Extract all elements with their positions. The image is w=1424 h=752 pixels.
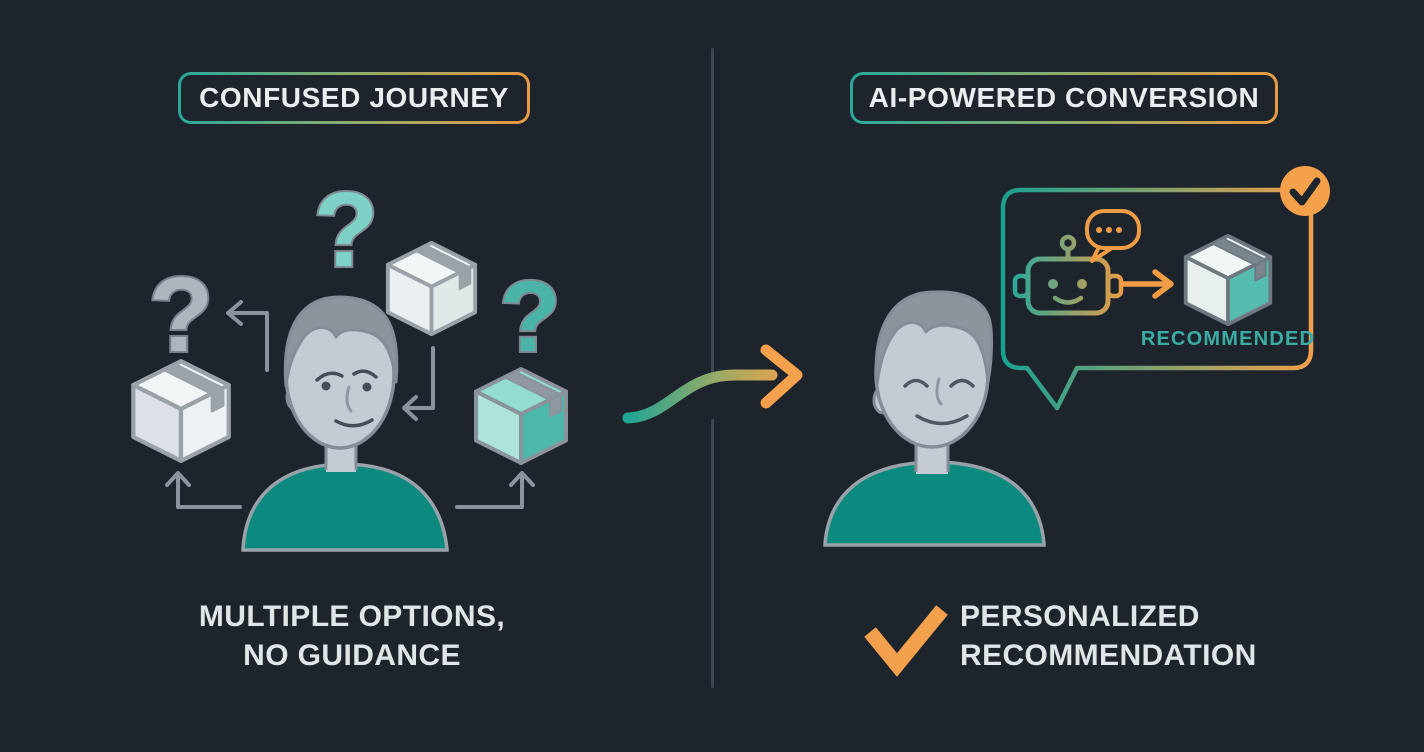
- shirt-body: [823, 460, 1046, 547]
- transition-arrow-icon: [622, 344, 803, 424]
- hair: [283, 295, 399, 388]
- person-happy-figure: [823, 290, 1046, 547]
- left-title-pill: CONFUSED JOURNEY: [178, 72, 530, 124]
- cycle-arrows-icon: [165, 300, 535, 509]
- recommended-label: RECOMMENDED: [1141, 328, 1315, 350]
- chat-dot-3: [1116, 227, 1122, 233]
- hair: [874, 290, 994, 388]
- center-divider-bottom: [711, 419, 714, 688]
- checkmark-icon: [864, 605, 948, 677]
- eye-right: [362, 382, 372, 392]
- robot-head: [1025, 256, 1111, 316]
- nose: [935, 377, 943, 406]
- right-title-pill-inner: AI-POWERED CONVERSION: [853, 75, 1275, 121]
- check-stroke: [864, 605, 948, 677]
- check-badge-icon: [1280, 166, 1330, 216]
- package-box-icon-teal: [474, 367, 568, 465]
- chat-bubble-icon: [1085, 209, 1141, 263]
- chat-dot-2: [1106, 227, 1112, 233]
- frown-mouth: [334, 418, 374, 428]
- left-caption-line1: MULTIPLE OPTIONS,: [198, 600, 506, 633]
- package-box-icon-left: [131, 359, 231, 463]
- question-mark-icon-left: ?: [149, 256, 214, 374]
- arrow-up-left-icon: [176, 474, 242, 509]
- left-caption-line2: NO GUIDANCE: [243, 639, 461, 672]
- robot-eye-left: [1048, 279, 1058, 289]
- left-panel-title: CONFUSED JOURNEY: [199, 82, 509, 113]
- small-arrow-head: [1152, 269, 1174, 299]
- question-mark-icon-top: ?: [314, 171, 379, 289]
- arrow-left-icon: [228, 311, 269, 372]
- left-title-pill-inner: CONFUSED JOURNEY: [181, 75, 527, 121]
- arrow-shaft: [622, 369, 778, 424]
- arrowhead-up2: [509, 471, 535, 487]
- person-confused-figure: [241, 295, 449, 552]
- closed-eye-left: [903, 378, 929, 388]
- eyebrow-left: [315, 371, 344, 382]
- robot-antenna-ball: [1059, 234, 1077, 252]
- badge-circle: [1280, 166, 1330, 216]
- question-mark-icon-right: ?: [499, 261, 560, 373]
- chat-bubble-outline: [1085, 209, 1141, 250]
- right-caption: PERSONALIZED RECOMMENDATION: [960, 597, 1380, 675]
- chat-bubble-tail: [1090, 245, 1114, 263]
- package-box-icon-top: [385, 240, 478, 337]
- arrowhead-left2: [402, 395, 418, 421]
- left-caption: MULTIPLE OPTIONS, NO GUIDANCE: [140, 597, 564, 675]
- arrow-right-icon: [1120, 269, 1174, 299]
- badge-check: [1289, 177, 1321, 206]
- robot-icon: [1012, 234, 1124, 316]
- center-divider-top: [711, 48, 714, 374]
- robot-smile: [1052, 295, 1084, 305]
- arrow-down-left-icon: [404, 346, 435, 410]
- chat-dot-1: [1096, 227, 1102, 233]
- happy-face-features: [903, 378, 975, 426]
- right-panel-title: AI-POWERED CONVERSION: [868, 82, 1260, 113]
- arrow-head: [760, 344, 803, 409]
- package-box-icon-recommended: [1183, 233, 1273, 327]
- robot-eye-right: [1077, 279, 1087, 289]
- robot-ear-left: [1012, 273, 1031, 299]
- arrowhead-left: [226, 300, 243, 326]
- nose: [345, 385, 353, 413]
- ai-conversion-illustration: RECOMMENDED: [823, 166, 1330, 547]
- arrow-up-right-icon: [455, 474, 524, 509]
- shirt-body: [241, 462, 449, 552]
- right-caption-line2: RECOMMENDATION: [960, 639, 1257, 672]
- closed-eye-right: [949, 378, 975, 388]
- robot-ear-right: [1105, 273, 1124, 299]
- right-caption-line1: PERSONALIZED: [960, 600, 1200, 633]
- arrowhead-up: [165, 471, 191, 487]
- right-title-pill: AI-POWERED CONVERSION: [850, 72, 1278, 124]
- smile-mouth: [915, 414, 969, 426]
- eye-left: [321, 381, 331, 391]
- confused-journey-illustration: ? ? ?: [131, 170, 568, 552]
- eyebrow-right: [352, 369, 378, 379]
- worried-face-features: [315, 369, 378, 428]
